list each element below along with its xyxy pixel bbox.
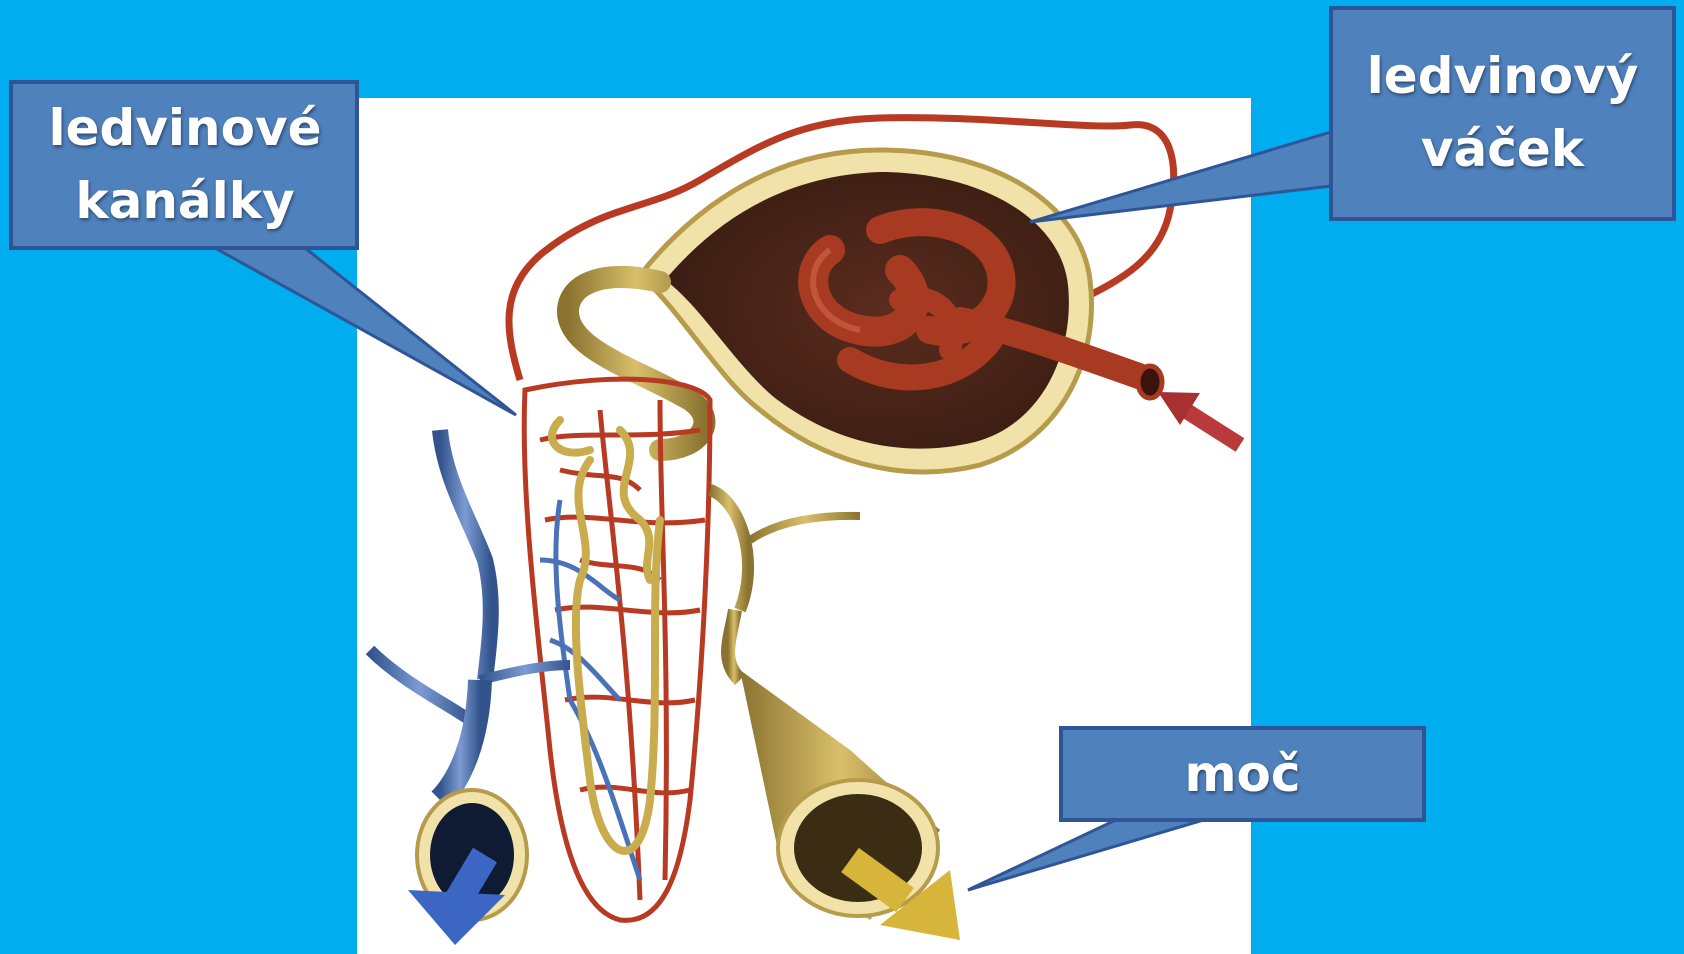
afferent-arteriole xyxy=(1138,366,1162,398)
label-urine: moč xyxy=(1061,738,1424,811)
label-capsule: ledvinový váček xyxy=(1350,40,1655,186)
blood-inflow-arrow xyxy=(1158,392,1240,445)
label-tubules: ledvinové kanálky xyxy=(40,92,330,238)
peritubular-capillaries xyxy=(524,379,710,920)
collecting-duct xyxy=(710,490,940,920)
venules xyxy=(540,500,640,880)
